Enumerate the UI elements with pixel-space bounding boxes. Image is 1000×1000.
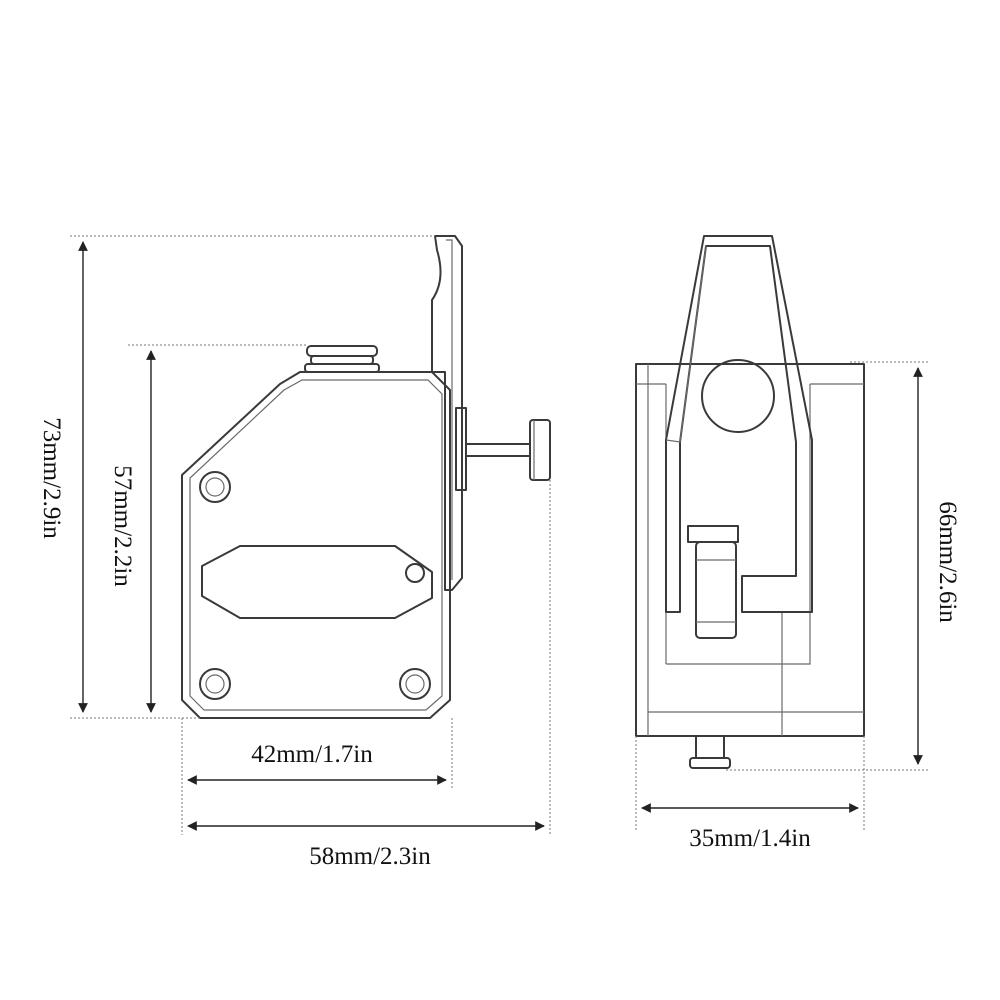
label-side-body-width: 42mm/1.7in xyxy=(251,741,373,768)
side-view-body xyxy=(181,371,451,719)
front-view-bottom-fitting xyxy=(695,735,725,759)
label-front-width: 35mm/1.4in xyxy=(689,825,811,852)
front-view-body xyxy=(635,363,865,737)
front-view-lever xyxy=(665,235,813,613)
side-view-screw-hole xyxy=(399,668,431,700)
side-view-label-plate xyxy=(201,545,433,619)
label-side-body-height: 57mm/2.2in xyxy=(109,465,136,587)
label-front-height: 66mm/2.6in xyxy=(934,501,961,623)
side-view-screw-knob xyxy=(529,419,551,481)
side-view-screw-shaft xyxy=(465,443,531,457)
front-view-bearing-hole xyxy=(701,359,775,433)
side-view-fitting-cap xyxy=(306,345,378,357)
side-view-small-hole xyxy=(405,563,425,583)
side-view-screw-hole xyxy=(199,668,231,700)
side-view-lever xyxy=(431,235,463,591)
front-view-nut-top xyxy=(687,525,739,543)
front-view: 66mm/2.6in 35mm/1.4in xyxy=(635,235,961,852)
label-side-total-width: 58mm/2.3in xyxy=(309,843,431,870)
label-side-total-height: 73mm/2.9in xyxy=(38,417,65,539)
side-view-screw-hole xyxy=(199,471,231,503)
front-view-gear xyxy=(695,541,737,639)
side-view: 73mm/2.9in 57mm/2.2in 42mm/1.7in 58mm/2.… xyxy=(38,235,551,870)
